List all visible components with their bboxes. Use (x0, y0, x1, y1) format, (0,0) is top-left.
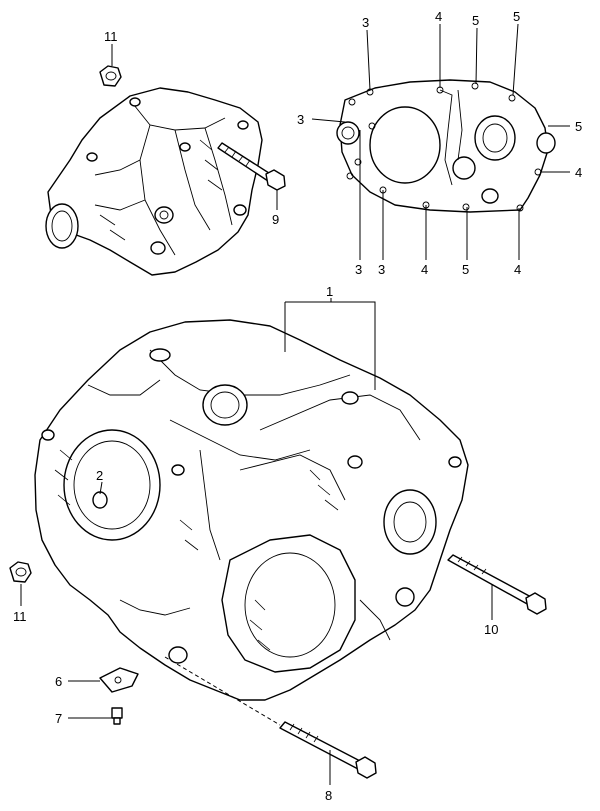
bolt-8 (279, 721, 377, 779)
crankcase-assembly (34, 319, 469, 701)
crankcase-cover (45, 87, 263, 276)
callout-6: 6 (55, 674, 62, 689)
callout-1: 1 (326, 284, 333, 299)
callout-3-top: 3 (362, 15, 369, 30)
leader-5-top-a (475, 27, 478, 85)
callout-3-bottom-a: 3 (355, 262, 362, 277)
callout-5-bottom: 5 (462, 262, 469, 277)
callout-5-top-b: 5 (513, 9, 520, 24)
leader-3-top (366, 29, 371, 91)
callout-3-bottom-b: 3 (378, 262, 385, 277)
callout-4-bottom-a: 4 (421, 262, 428, 277)
callout-4-bottom-b: 4 (514, 262, 521, 277)
callout-7: 7 (55, 711, 62, 726)
callout-9: 9 (272, 212, 279, 227)
nut-11-top (99, 65, 122, 87)
bracket-6 (99, 667, 139, 693)
leader-5-top-b (512, 23, 519, 96)
bolt-9 (217, 142, 286, 191)
callout-11-top: 11 (104, 29, 118, 44)
callout-11-left: 11 (13, 609, 27, 624)
leader-8-dashed (164, 656, 281, 726)
bolt-7 (111, 707, 123, 725)
callout-10: 10 (484, 622, 498, 637)
callout-4-top: 4 (435, 9, 442, 24)
callout-4-right: 4 (575, 165, 582, 180)
leader-3-left (311, 118, 346, 123)
leader-2 (99, 481, 103, 495)
callout-8: 8 (325, 788, 332, 803)
callout-5-top-a: 5 (472, 13, 479, 28)
callout-5-right: 5 (575, 119, 582, 134)
leader-1-box (284, 301, 376, 390)
nut-11-left (9, 561, 32, 583)
callout-2: 2 (96, 468, 103, 483)
crankcase-gasket (336, 79, 556, 213)
callout-3-left: 3 (297, 112, 304, 127)
bolt-10 (447, 554, 547, 615)
